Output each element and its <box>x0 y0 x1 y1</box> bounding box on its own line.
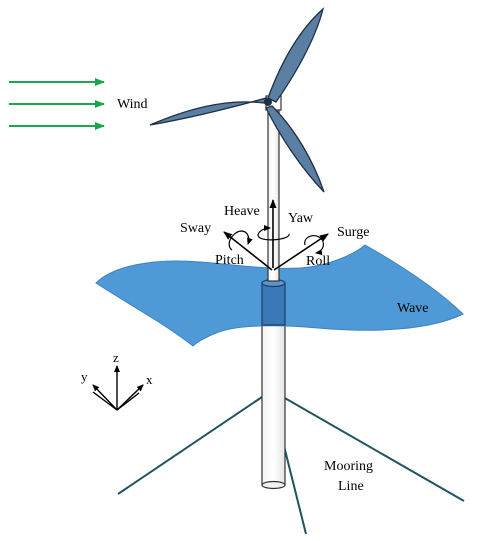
coordinate-axes <box>92 365 144 411</box>
axis-neg-y-line <box>116 392 140 411</box>
roll-rotation-arrow <box>304 234 325 256</box>
axis-y-line <box>92 384 118 411</box>
wind-arrows <box>9 78 105 130</box>
pitch-label: Pitch <box>215 253 244 268</box>
mooring-line-left <box>117 396 263 495</box>
pitch-rotation-arrow <box>228 230 253 251</box>
sway-arrow <box>223 231 273 271</box>
axis-z-label: z <box>113 350 119 365</box>
axis-x-label: x <box>146 372 153 387</box>
blade-right <box>265 105 325 193</box>
wave-label: Wave <box>397 301 429 316</box>
wind-label: Wind <box>117 97 148 112</box>
axis-y-label: y <box>81 369 88 384</box>
mooring-label-line2: Line <box>338 479 364 494</box>
blade-top <box>267 7 325 103</box>
blade-left <box>149 97 268 126</box>
heave-label: Heave <box>224 204 260 219</box>
lower-tower-base <box>261 480 286 490</box>
mooring-lines <box>117 396 465 535</box>
sway-label: Sway <box>180 221 211 236</box>
dof-arrows <box>223 199 329 271</box>
spar-buoy <box>261 282 286 326</box>
yaw-rotation-arrow <box>257 225 290 241</box>
surge-arrow <box>273 233 329 271</box>
mooring-line-right <box>282 396 465 502</box>
rotor <box>149 7 325 193</box>
rotor-hub <box>264 98 272 106</box>
mooring-label-line1: Mooring <box>324 459 373 474</box>
roll-label: Roll <box>306 254 330 269</box>
surge-label: Surge <box>337 225 369 240</box>
axis-neg-x-line <box>92 391 118 411</box>
yaw-label: Yaw <box>288 211 314 226</box>
